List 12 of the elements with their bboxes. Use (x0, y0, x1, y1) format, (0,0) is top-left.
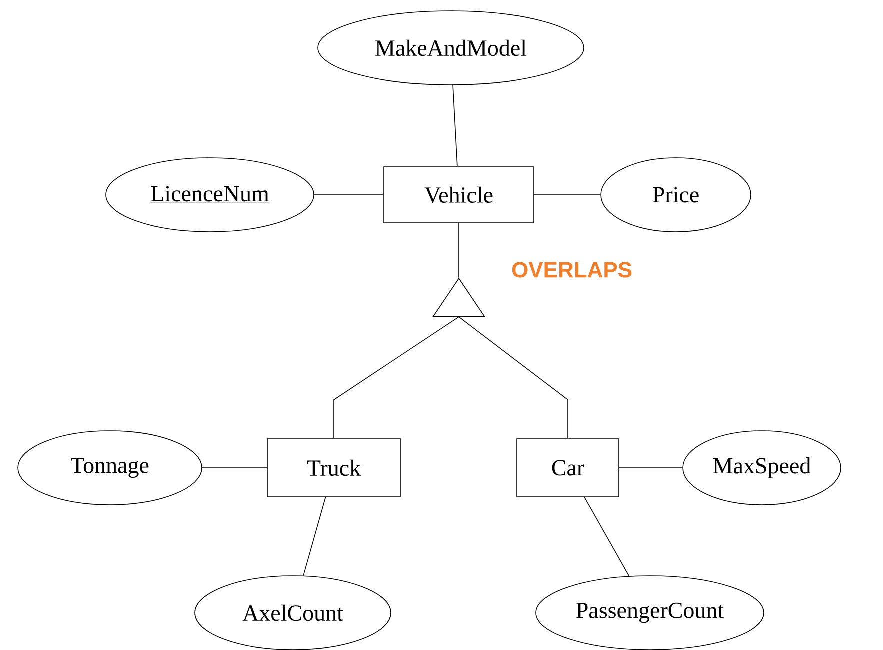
connector-line (303, 497, 326, 576)
connector-line (334, 316, 460, 439)
connector-line (534, 194, 601, 196)
entity-box: Truck (267, 438, 401, 498)
connector-line (452, 85, 458, 167)
constraint-label: OVERLAPS (512, 262, 632, 278)
connector-line (458, 223, 460, 278)
connector-line (314, 194, 384, 196)
entity-box: Vehicle (384, 166, 534, 224)
connector-line (458, 316, 568, 439)
entity-box: Car (516, 438, 620, 498)
connector-line (584, 497, 630, 577)
